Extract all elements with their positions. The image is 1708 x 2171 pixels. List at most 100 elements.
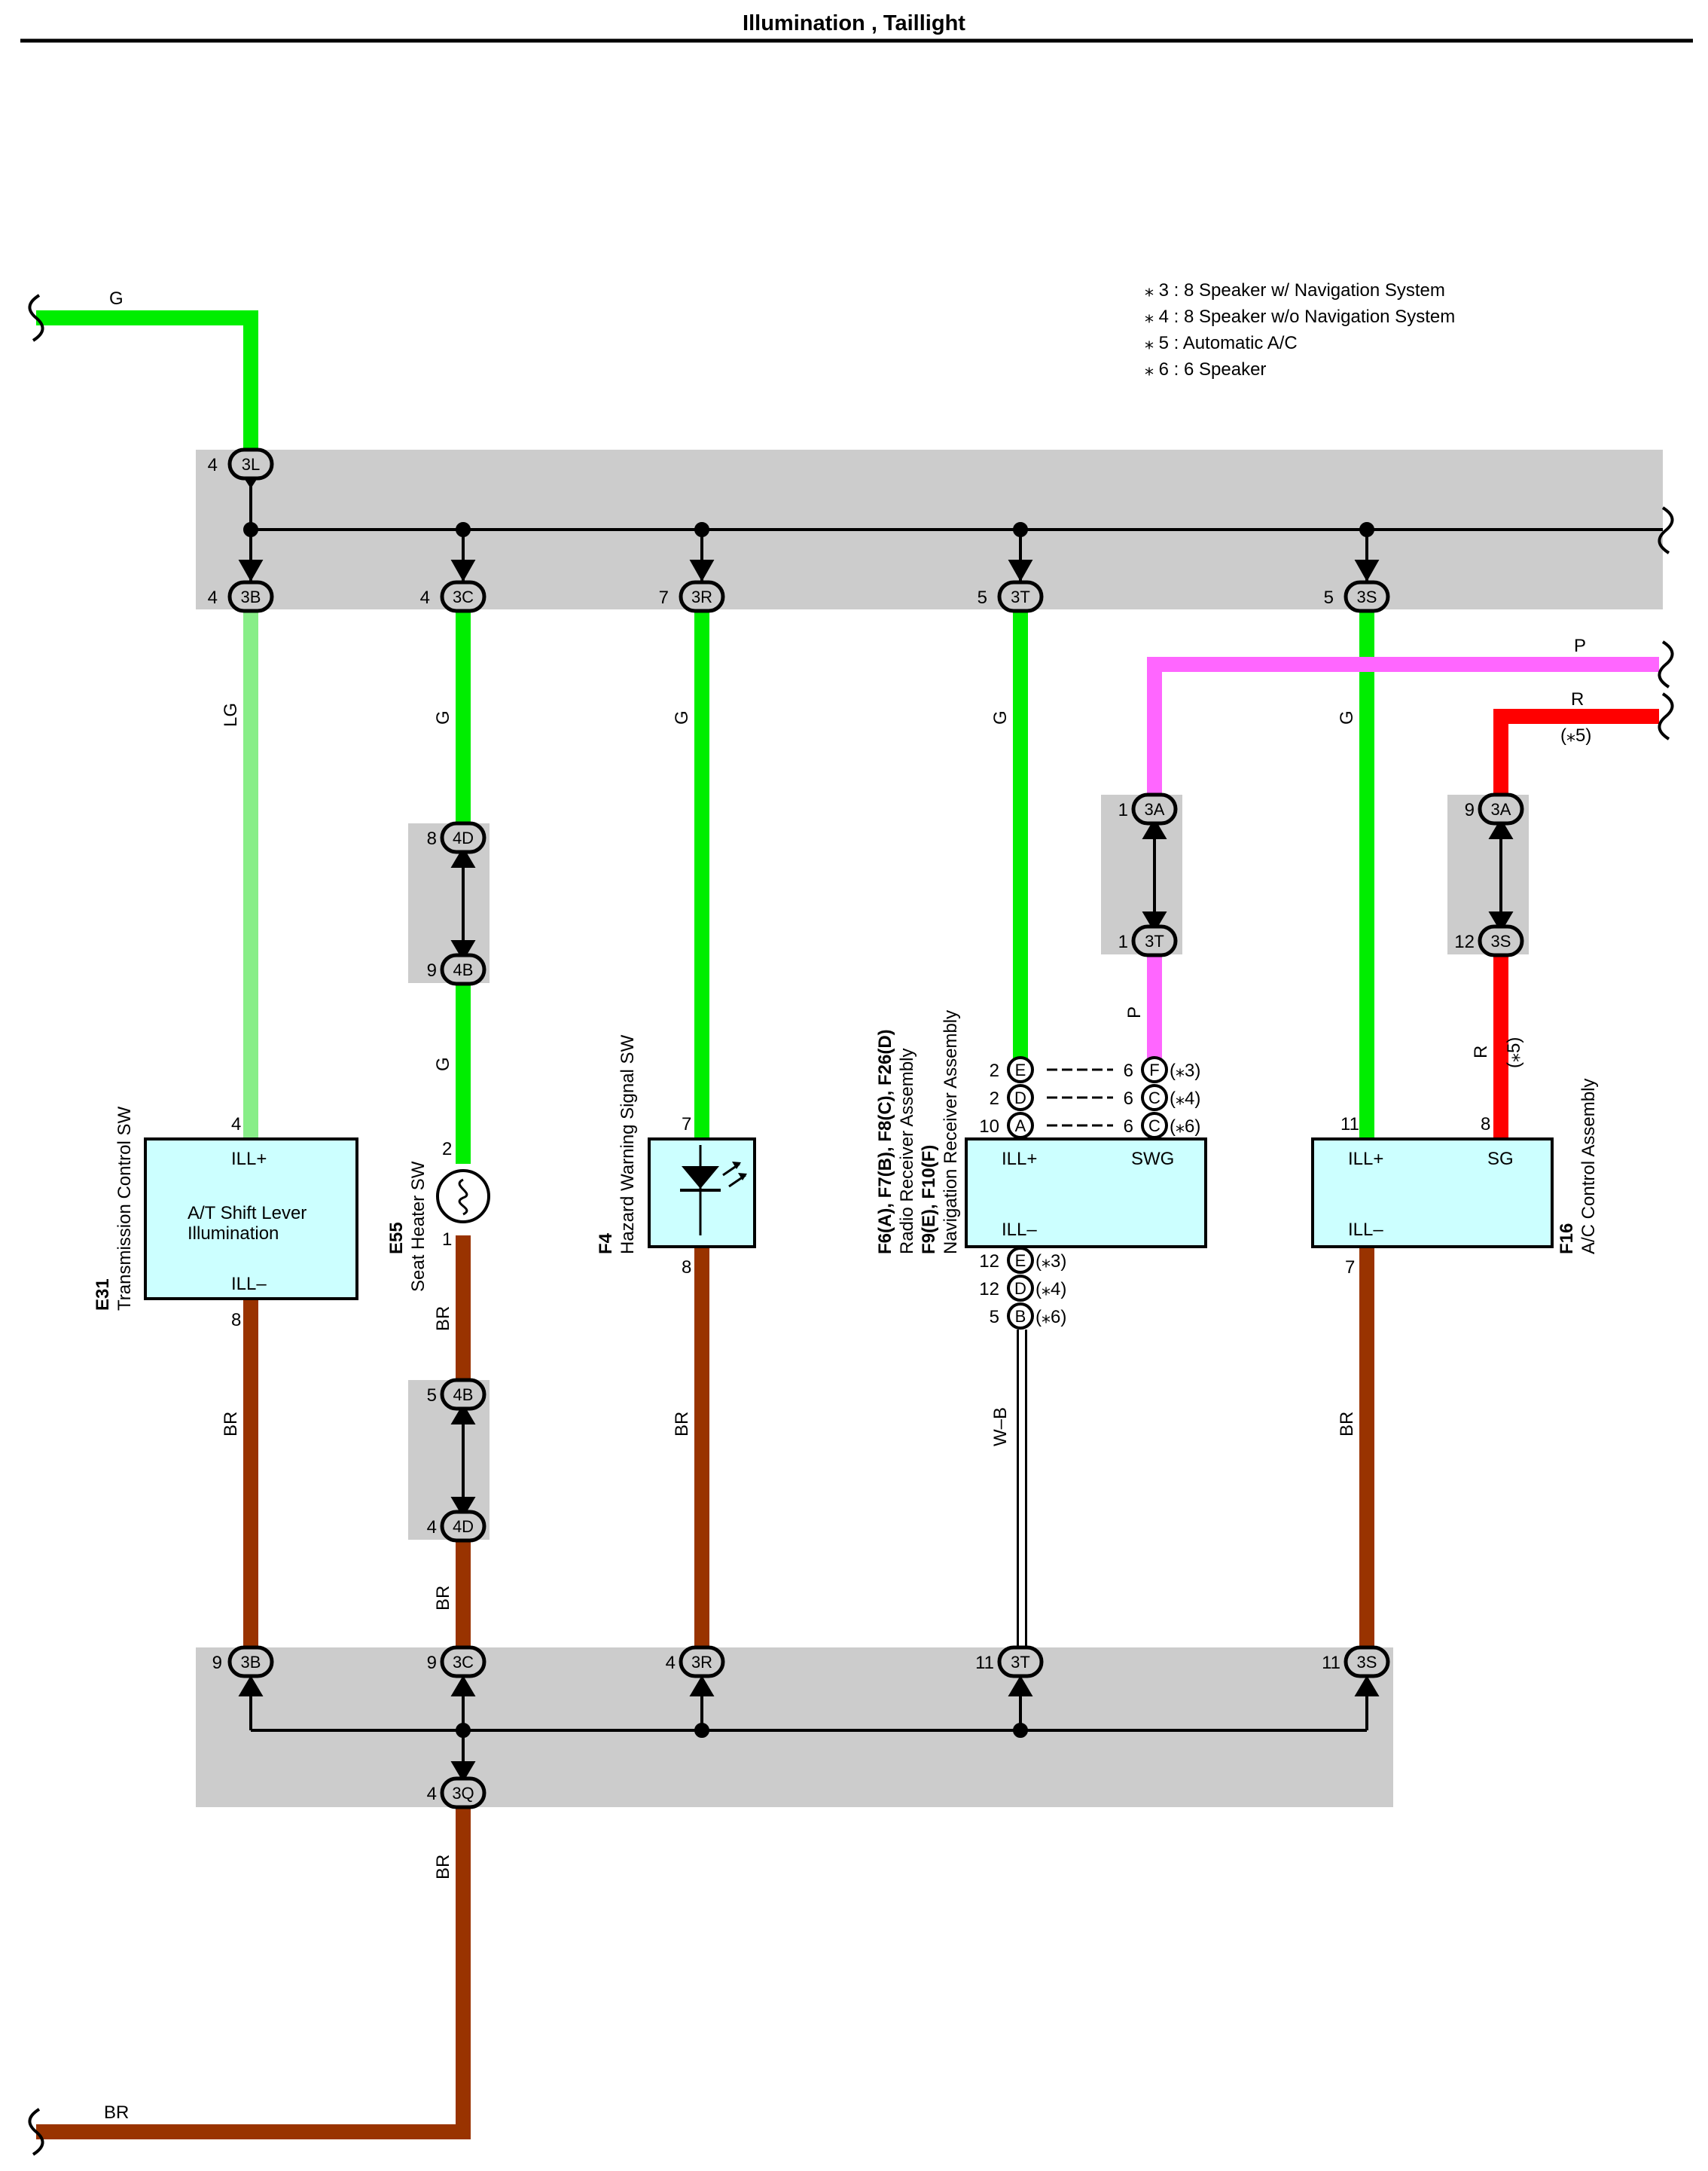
connector-3r-top: 3R 7 <box>659 580 725 613</box>
wire-label: G <box>990 710 1011 725</box>
break-marks <box>28 294 1674 2156</box>
connector-pin: 5 <box>427 1385 437 1406</box>
connector-pin: 12 <box>1454 932 1475 952</box>
e55-code: E55 <box>386 1222 407 1254</box>
connector-pin: 9 <box>212 1653 222 1673</box>
radio-codes: F9(E), F10(F) <box>919 1145 939 1254</box>
connector-pin: 1 <box>1118 800 1128 820</box>
connector-code: 4B <box>453 1385 474 1404</box>
component-e31: ILL+ A/T Shift Lever Illumination ILL– 4… <box>93 1106 358 1330</box>
radio-right-pins: F6(⁎3) C6(⁎4) C6(⁎6) <box>1124 1056 1200 1139</box>
legend-item: ⁎ 6 : 6 Speaker <box>1145 359 1266 380</box>
connector-3s-top: 3S5 <box>1324 580 1390 613</box>
connector-pin: 4 <box>427 1517 437 1537</box>
f4-name: Hazard Warning Signal SW <box>618 1034 638 1254</box>
break-mark-g <box>28 294 44 342</box>
e31-ill-minus: ILL– <box>231 1274 267 1294</box>
wire-label: LG <box>221 703 241 727</box>
connector-code: 3C <box>453 1653 474 1672</box>
pin-code: C <box>1148 1116 1161 1135</box>
wire-labels: G LG G G G G G P P R (⁎5) R (⁎5) BR BR B… <box>104 289 1591 2123</box>
f16-sg: SG <box>1487 1149 1514 1169</box>
connector-code: 4D <box>453 1517 474 1536</box>
connector-code: 3S <box>1491 932 1511 951</box>
connector-code: 3T <box>1011 588 1030 606</box>
component-e55: 2 1 E55 Seat Heater SW <box>386 1139 490 1292</box>
wire-label: G <box>672 710 692 725</box>
wire-br-ground <box>36 1807 471 2139</box>
wire-label: W–B <box>990 1407 1011 1446</box>
e31-pin: 4 <box>231 1114 241 1134</box>
wire-label: G <box>109 289 124 309</box>
connector-4b-a: 4B9 <box>427 953 486 986</box>
break-mark-br <box>28 2108 44 2156</box>
connector-4d-a: 4D8 <box>427 821 486 854</box>
e55-pin: 2 <box>442 1139 452 1159</box>
f16-ill-minus: ILL– <box>1348 1220 1383 1240</box>
radio-name: Navigation Receiver Assembly <box>941 1010 961 1254</box>
pin-code: D <box>1014 1089 1026 1107</box>
junction-block-bottom <box>196 1647 1393 1807</box>
wire-label: BR <box>1337 1412 1357 1437</box>
connector-3b-top: 3B4 <box>208 580 274 613</box>
radio-swg: SWG <box>1131 1149 1174 1169</box>
pin-number: 10 <box>979 1116 999 1137</box>
pin-code: E <box>1015 1251 1026 1270</box>
legend-item: ⁎ 3 : 8 Speaker w/ Navigation System <box>1145 280 1445 301</box>
wire-label-note: (⁎5) <box>1560 725 1591 746</box>
pin-note: (⁎4) <box>1170 1089 1200 1109</box>
e55-heater-coil <box>458 1178 468 1216</box>
connector-pin: 7 <box>659 588 669 608</box>
connector-pin: 1 <box>1118 932 1128 952</box>
wire-p-top <box>1147 657 1659 795</box>
connector-code: 3T <box>1011 1653 1030 1672</box>
f16-ill-plus: ILL+ <box>1348 1149 1383 1169</box>
connector-code: 3B <box>241 1653 261 1672</box>
wire-label: G <box>433 1057 453 1071</box>
wire-label-note: (⁎5) <box>1504 1037 1524 1068</box>
radio-ill-minus: ILL– <box>1002 1220 1037 1240</box>
connector-code: 3T <box>1145 932 1164 951</box>
wire-label: R <box>1471 1046 1491 1058</box>
bottom-bus <box>238 1675 1380 1782</box>
pin-code: E <box>1015 1061 1026 1079</box>
pin-code: B <box>1015 1307 1026 1326</box>
legend-item: ⁎ 4 : 8 Speaker w/o Navigation System <box>1145 307 1455 327</box>
pin-number: 2 <box>990 1061 999 1081</box>
pin-number: 12 <box>979 1251 999 1272</box>
f16-code: F16 <box>1557 1223 1577 1254</box>
junction-connectors: 3L4 3B4 3C4 3R7 3T5 3S5 4D8 4B9 3A1 3T1 … <box>208 447 1524 1809</box>
connector-code: 3R <box>691 588 712 606</box>
connector-4b-b: 4B 5 <box>427 1378 486 1411</box>
e31-ill-plus: ILL+ <box>231 1149 267 1169</box>
pin-number: 6 <box>1124 1089 1133 1109</box>
connector-3t-p: 3T 1 <box>1118 924 1178 957</box>
f16-pin: 7 <box>1345 1257 1355 1278</box>
f16-pin: 11 <box>1340 1114 1359 1134</box>
connector-3a-r: 3A9 <box>1465 792 1524 826</box>
wire-label: BR <box>672 1412 692 1437</box>
f16-name: A/C Control Assembly <box>1578 1079 1599 1254</box>
connector-3r-bot: 3R4 <box>666 1645 725 1678</box>
connector-pin: 4 <box>666 1653 676 1673</box>
component-f4: 7 8 F4 Hazard Warning Signal SW <box>596 1034 756 1278</box>
e31-inner-label: A/T Shift Lever <box>188 1203 307 1223</box>
e31-box <box>144 1137 358 1300</box>
wire-label: BR <box>221 1412 241 1437</box>
legend: ⁎ 3 : 8 Speaker w/ Navigation System ⁎ 4… <box>1145 280 1455 380</box>
pin-code: C <box>1148 1089 1161 1107</box>
connector-pin: 9 <box>427 960 437 981</box>
pin-code: A <box>1015 1116 1026 1135</box>
connector-pin: 4 <box>427 1784 437 1804</box>
radio-bottom-pins: E12(⁎3) D12(⁎4) B5(⁎6) <box>979 1247 1066 1330</box>
connector-pin: 4 <box>208 588 218 608</box>
break-mark-p <box>1658 640 1674 689</box>
wire-label: P <box>1124 1006 1145 1018</box>
wire-label: BR <box>433 1306 453 1331</box>
e55-heater-symbol <box>436 1169 490 1223</box>
connector-code: 3C <box>453 588 474 606</box>
radio-left-pins: E2 D2 A10 <box>979 1056 1034 1139</box>
pin-note: (⁎3) <box>1170 1061 1200 1081</box>
break-mark-r <box>1658 692 1674 740</box>
